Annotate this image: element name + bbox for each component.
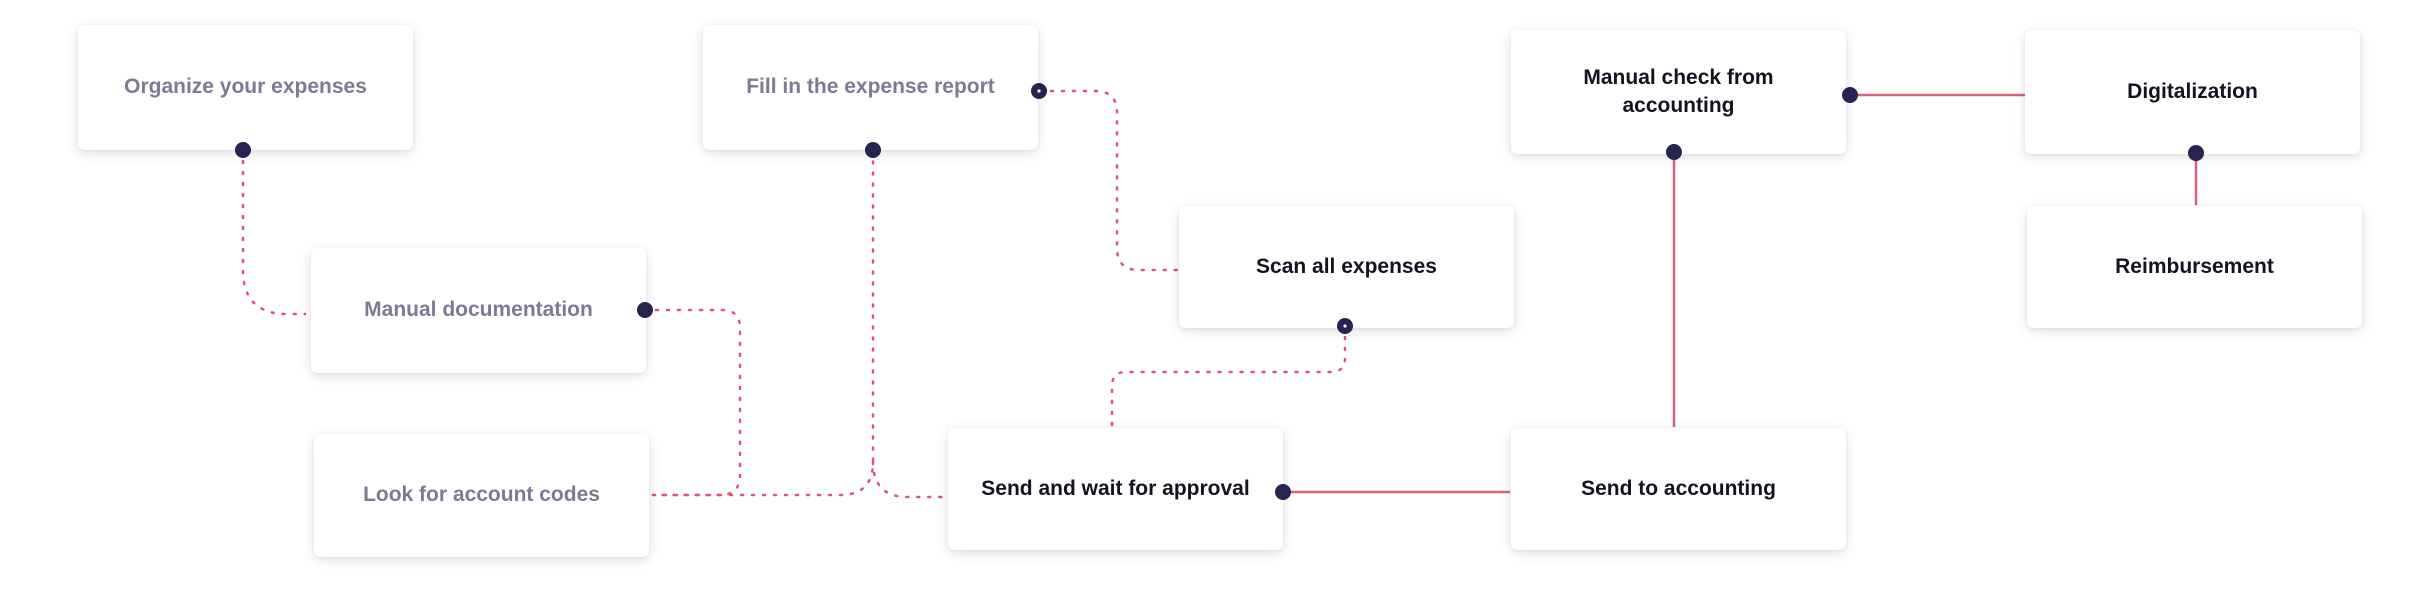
step-label: Reimbursement <box>2115 254 2274 278</box>
anchor-dot-organize <box>235 142 251 158</box>
anchor-dot-approval <box>1275 484 1291 500</box>
step-label: Look for account codes <box>363 483 600 507</box>
connector-organize-to-manual-documentation <box>241 148 307 316</box>
step-label: Manual check from accounting <box>1583 65 1774 117</box>
anchor-dot-scan-mark <box>1343 324 1347 328</box>
step-label: Digitalization <box>2127 79 2258 103</box>
step-label: Manual documentation <box>364 298 593 322</box>
anchor-dot-fill-report-right-mark <box>1037 89 1041 93</box>
connector-fill-report-to-scan <box>1038 89 1180 272</box>
step-organize-expenses: Organize your expenses <box>78 25 413 150</box>
step-manual-documentation: Manual documentation <box>311 248 646 373</box>
anchor-dot-fill-report <box>865 142 881 158</box>
step-send-and-wait-for-approval: Send and wait for approval <box>948 428 1283 550</box>
connector-manual-documentation-to-approval <box>643 308 742 497</box>
step-label: Send to accounting <box>1581 476 1776 500</box>
step-manual-check-from-accounting: Manual check from accounting <box>1511 30 1846 154</box>
step-label: Scan all expenses <box>1256 254 1437 278</box>
step-digitalization: Digitalization <box>2025 30 2360 154</box>
step-fill-expense-report: Fill in the expense report <box>703 25 1038 150</box>
connector-account-codes-to-approval <box>651 148 875 497</box>
anchor-dot-manual-check-bottom <box>1666 144 1682 160</box>
step-send-to-accounting: Send to accounting <box>1511 428 1846 550</box>
step-label: Send and wait for approval <box>981 476 1250 500</box>
connector-scan-to-approval <box>1110 324 1347 428</box>
step-label: Organize your expenses <box>124 75 367 99</box>
anchor-dot-manual-documentation <box>637 302 653 318</box>
step-scan-all-expenses: Scan all expenses <box>1179 206 1514 328</box>
step-look-for-account-codes: Look for account codes <box>314 434 649 557</box>
step-label: Fill in the expense report <box>746 75 995 99</box>
connector-fill-report-to-approval <box>871 460 947 499</box>
step-reimbursement: Reimbursement <box>2027 206 2362 328</box>
anchor-dot-digitalization <box>2188 145 2204 161</box>
anchor-dot-manual-check-right <box>1842 87 1858 103</box>
